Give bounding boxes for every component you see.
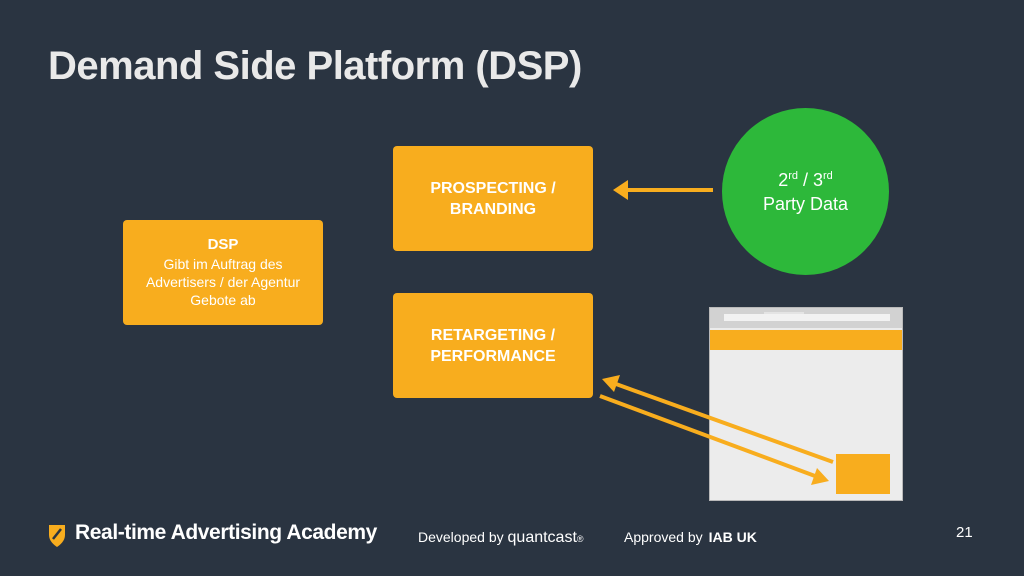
academy-shield-icon <box>49 525 65 547</box>
retargeting-line1: RETARGETING / <box>430 326 556 344</box>
party-data-label: Party Data <box>762 193 849 214</box>
dsp-description: Gibt im Auftrag des Advertisers / der Ag… <box>145 256 301 308</box>
arrow-to-prospecting <box>613 180 713 200</box>
arrow-to-retargeting <box>602 375 834 464</box>
browser-window-illustration <box>709 307 903 501</box>
party-data-circle: 2rd / 3rd Party Data <box>722 108 889 275</box>
dsp-box: DSP Gibt im Auftrag des Advertisers / de… <box>123 220 323 325</box>
browser-url-bar <box>724 314 890 321</box>
quantcast-logo-text: quantcast <box>507 529 577 546</box>
dsp-heading: DSP <box>207 236 239 253</box>
retargeting-box: RETARGETING / PERFORMANCE <box>393 293 593 398</box>
browser-header-band <box>710 330 902 350</box>
prospecting-line1: PROSPECTING / <box>430 179 556 197</box>
page-number: 21 <box>956 524 973 541</box>
developed-by: Developed by quantcast® <box>418 529 584 546</box>
arrow-to-ad <box>599 394 829 485</box>
slide-title: Demand Side Platform (DSP) <box>48 44 582 88</box>
ad-banner <box>836 454 890 494</box>
prospecting-box: PROSPECTING / BRANDING <box>393 146 593 251</box>
academy-name: Real-time Advertising Academy <box>75 521 377 544</box>
iab-uk-logo-text: IAB UK <box>708 529 757 545</box>
party-data-numbers: 2rd / 3rd <box>778 169 833 190</box>
prospecting-line2: BRANDING <box>449 200 537 218</box>
retargeting-line2: PERFORMANCE <box>430 347 556 365</box>
